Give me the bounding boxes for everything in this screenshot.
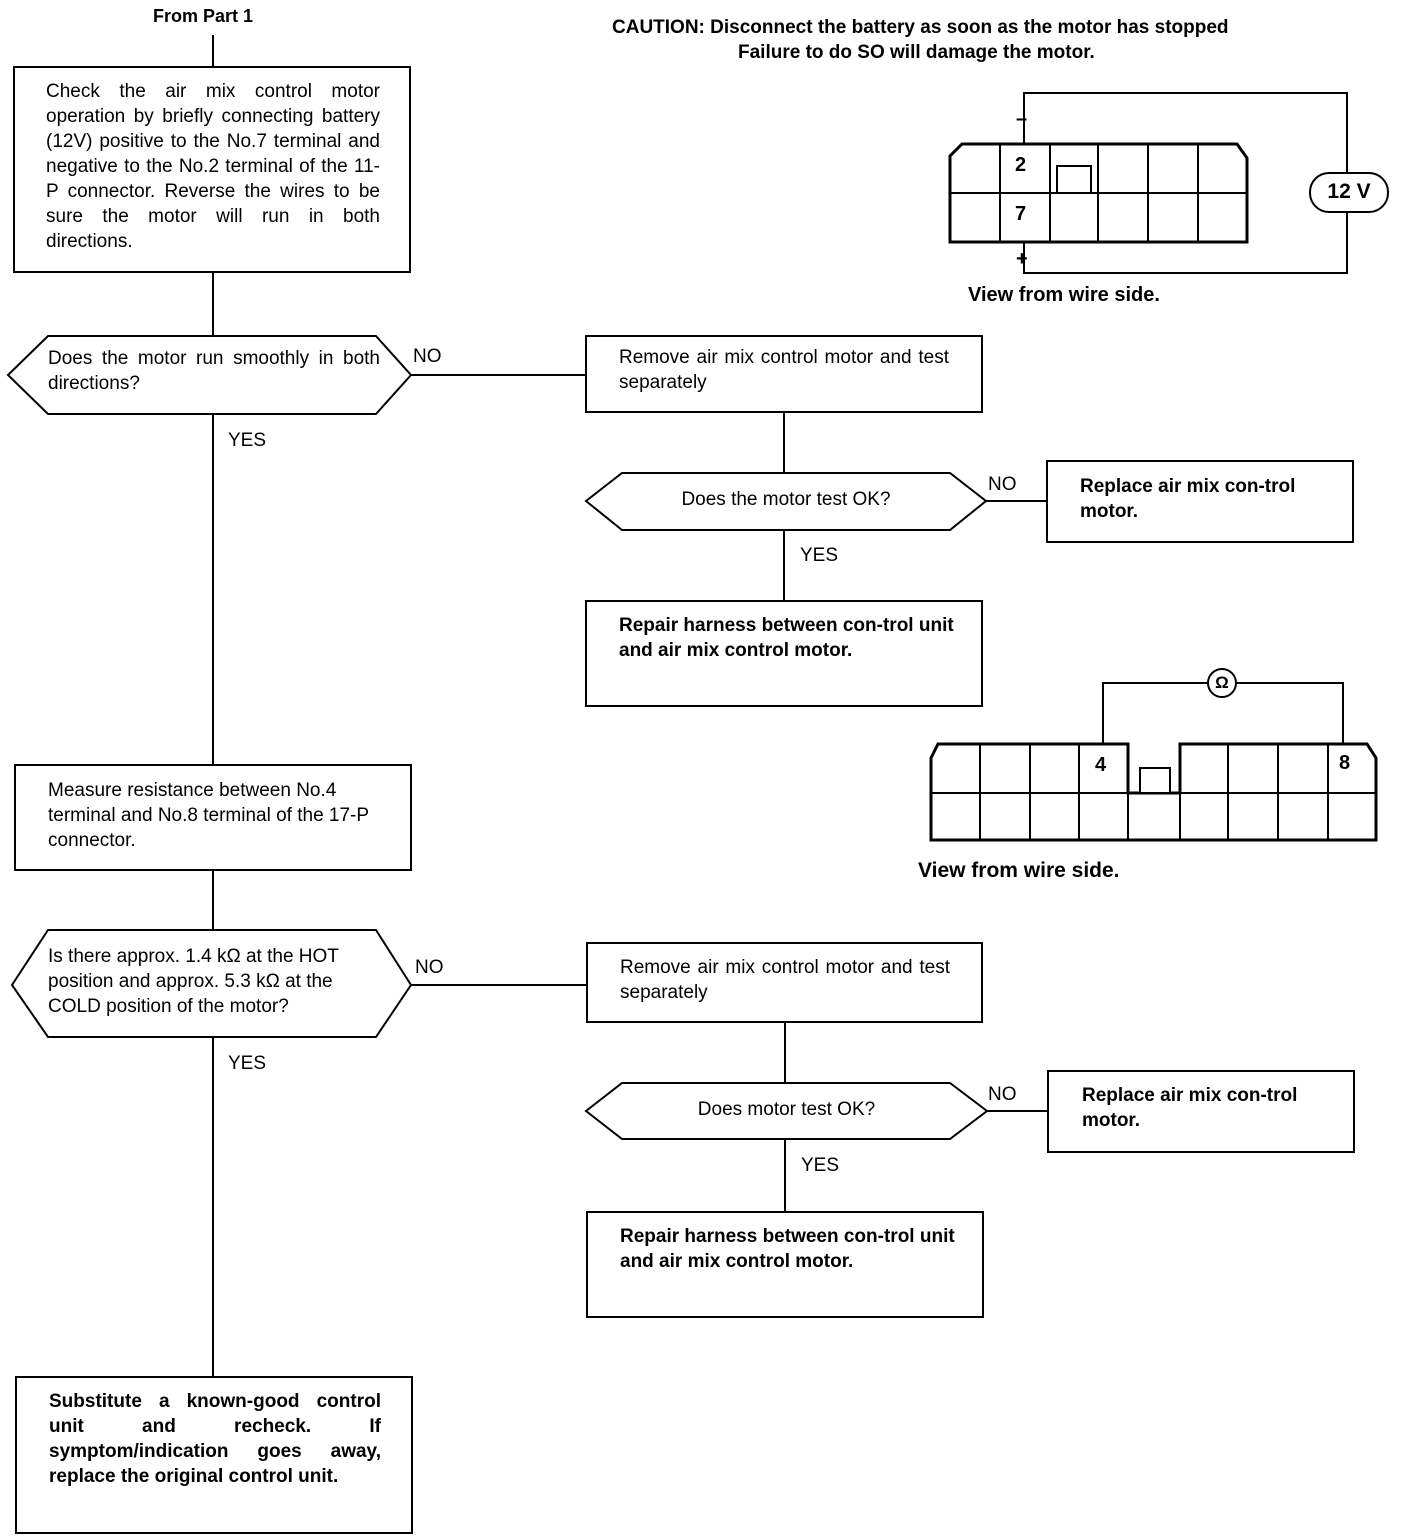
check-motor-text: Check the air mix control motor operatio…	[46, 81, 380, 252]
battery-voltage-label: 12 V	[1327, 180, 1371, 203]
remove-motor-box-2	[586, 942, 983, 1023]
remove-motor-box-1	[585, 335, 983, 413]
no-label-4: NO	[988, 1084, 1017, 1105]
yes-label-1: YES	[228, 430, 267, 451]
decision-motor-test-2	[584, 1082, 989, 1140]
yes-label-4: YES	[801, 1155, 840, 1176]
motor-test-question-1: Does the motor test OK?	[681, 489, 891, 510]
connector-11p-diagram	[948, 92, 1389, 274]
substitute-unit-text: Substitute a known-good control unit and…	[49, 1391, 381, 1487]
connector-11p-caption: View from wire side.	[968, 284, 1160, 306]
pin-2-label: 2	[1015, 154, 1027, 176]
pin-7-label: 7	[1015, 203, 1027, 225]
replace-motor-box-2	[1047, 1070, 1355, 1153]
pin-8-label: 8	[1339, 752, 1351, 774]
battery-negative-label: –	[1016, 108, 1028, 130]
measure-resistance-text: Measure resistance between No.4 terminal…	[48, 780, 369, 851]
check-motor-box	[13, 66, 411, 273]
resistance-question: Is there approx. 1.4 kΩ at the HOT posit…	[48, 946, 339, 1017]
runs-smoothly-question: Does the motor run smoothly in both dire…	[48, 348, 380, 394]
caution-line-1: CAUTION: Disconnect the battery as soon …	[612, 17, 1229, 38]
decision-motor-test-1	[584, 472, 988, 531]
no-label-2: NO	[988, 474, 1017, 495]
remove-motor-text-1: Remove air mix control motor and test se…	[619, 347, 949, 393]
no-label-3: NO	[415, 957, 444, 978]
caution-line-2: Failure to do SO will damage the motor.	[738, 42, 1095, 63]
repair-harness-box-2	[586, 1211, 984, 1318]
yes-label-3: YES	[800, 545, 839, 566]
substitute-unit-box	[15, 1376, 413, 1534]
connector-17p-caption: View from wire side.	[918, 859, 1120, 882]
yes-label-2: YES	[228, 1053, 267, 1074]
repair-harness-text-1: Repair harness between con-trol unit and…	[619, 615, 954, 661]
from-part-label: From Part 1	[153, 6, 254, 26]
repair-harness-box-1	[585, 600, 983, 707]
connector-17p-diagram	[929, 668, 1378, 842]
decision-runs-smoothly	[6, 335, 413, 415]
decision-resistance	[10, 929, 413, 1038]
replace-motor-box-1	[1046, 460, 1354, 543]
replace-motor-text-2: Replace air mix con-trol motor.	[1082, 1085, 1298, 1131]
motor-test-question-2: Does motor test OK?	[697, 1099, 876, 1120]
battery-positive-label: +	[1016, 248, 1028, 270]
measure-resistance-box	[14, 764, 412, 871]
remove-motor-text-2: Remove air mix control motor and test se…	[620, 957, 950, 1003]
ohm-meter-icon: Ω	[1215, 673, 1229, 692]
pin-4-label: 4	[1095, 754, 1107, 776]
replace-motor-text-1: Replace air mix con-trol motor.	[1080, 476, 1296, 522]
no-label-1: NO	[413, 346, 442, 367]
repair-harness-text-2: Repair harness between con-trol unit and…	[620, 1226, 955, 1272]
